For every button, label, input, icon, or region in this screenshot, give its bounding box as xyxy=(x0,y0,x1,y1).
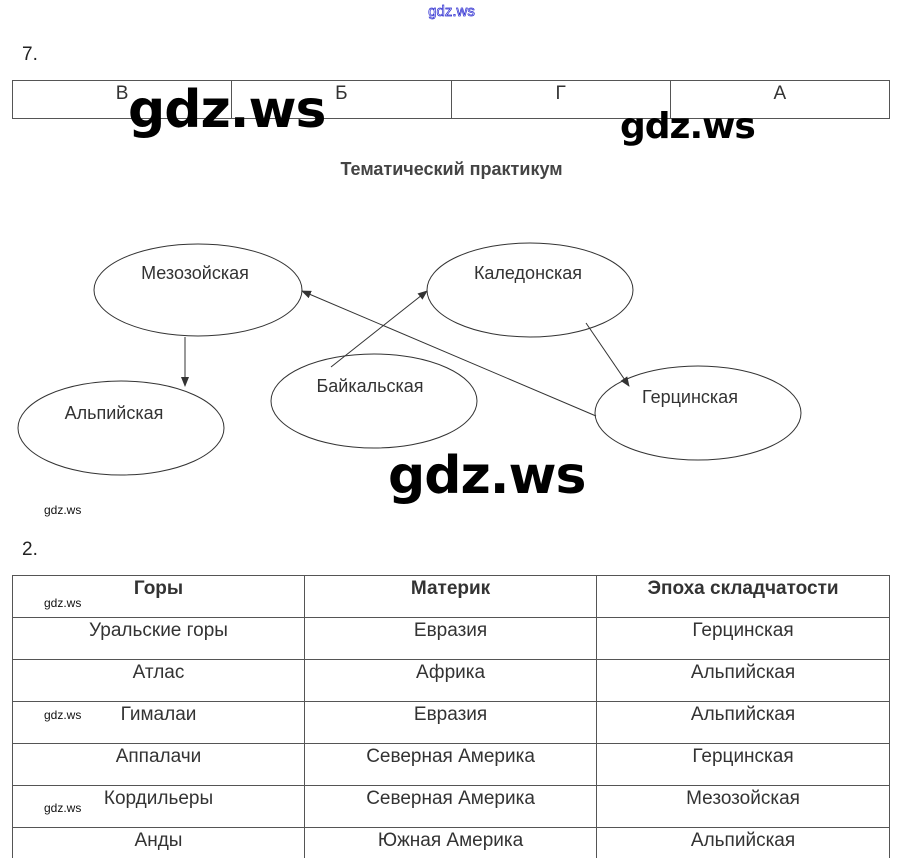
watermark-medium: gdz.ws xyxy=(620,106,756,147)
node-label: Альпийская xyxy=(65,403,164,423)
cell: Северная Америка xyxy=(304,743,598,786)
node-label: Каледонская xyxy=(474,263,582,283)
column-header: Материк xyxy=(304,575,598,618)
arrow-baikal-caledonian xyxy=(330,290,428,368)
node-hercynian xyxy=(594,365,802,461)
cell: Евразия xyxy=(304,701,598,744)
watermark-small: gdz.ws xyxy=(44,503,82,517)
watermark-small: gdz.ws xyxy=(44,708,82,722)
node-baikal xyxy=(270,353,478,449)
cell: Герцинская xyxy=(596,617,890,660)
watermark-small: gdz.ws xyxy=(44,596,82,610)
cell: Южная Америка xyxy=(304,827,598,858)
node-label: Герцинская xyxy=(642,387,738,407)
cell: Альпийская xyxy=(596,827,890,858)
column-header: Эпоха складчатости xyxy=(596,575,890,618)
mountains-table: Горы Материк Эпоха складчатости Уральски… xyxy=(11,575,890,858)
node-label: Байкальская xyxy=(316,376,423,396)
cell: Альпийская xyxy=(596,701,890,744)
node-mesozoic xyxy=(93,243,303,337)
cell: Атлас xyxy=(11,659,306,702)
folding-eras-diagram: Мезозойская Каледонская Альпийская Байка… xyxy=(17,242,802,476)
task-7-answer-table: В Б Г А xyxy=(11,80,891,119)
cell: Аппалачи xyxy=(11,743,306,786)
practicum-title: Тематический практикум xyxy=(340,159,563,179)
cell: Африка xyxy=(304,659,598,702)
watermark-small: gdz.ws xyxy=(44,801,82,815)
cell: Альпийская xyxy=(596,659,890,702)
answer-cell: В xyxy=(11,80,233,119)
answer-cell: Б xyxy=(231,80,452,119)
task-2-number: 2. xyxy=(22,539,38,560)
cell: Герцинская xyxy=(596,743,890,786)
answer-cell: А xyxy=(669,80,891,119)
cell: Мезозойская xyxy=(596,785,890,828)
cell: Кордильеры xyxy=(11,785,306,828)
cell: Уральские горы xyxy=(11,617,306,660)
cell: Анды xyxy=(11,827,306,858)
task-7-number: 7. xyxy=(22,44,38,65)
node-caledonian xyxy=(426,242,634,338)
node-label: Мезозойская xyxy=(141,263,249,283)
node-alpine xyxy=(17,380,225,476)
watermark-large: gdz.ws xyxy=(388,446,586,506)
answer-cell: Г xyxy=(450,80,671,119)
cell: Северная Америка xyxy=(304,785,598,828)
arrow-hercynian-mesozoic xyxy=(301,290,597,417)
arrow-caledonian-hercynian xyxy=(585,322,630,387)
table-header-row: Горы Материк Эпоха складчатости xyxy=(11,575,890,618)
watermark-top: gdz.ws xyxy=(428,3,475,21)
cell: Евразия xyxy=(304,617,598,660)
watermark-large: gdz.ws xyxy=(128,80,326,140)
